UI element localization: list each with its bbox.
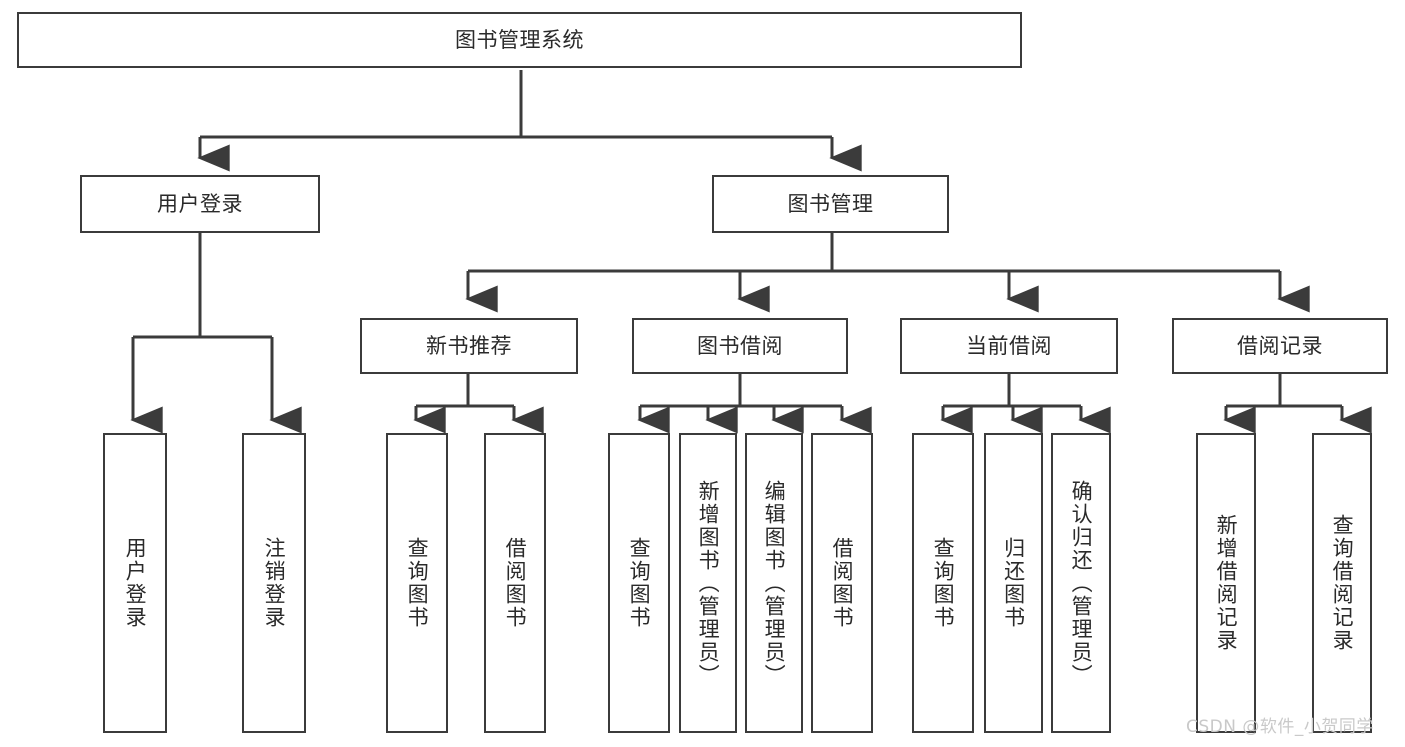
leaf-user-logout[interactable]: 注销登录: [242, 433, 306, 733]
node-user-login-label: 用户登录: [157, 191, 243, 216]
leaf-query-book-2-label: 查询图书: [627, 537, 652, 629]
node-root[interactable]: 图书管理系统: [17, 12, 1022, 68]
leaf-query-book-1[interactable]: 查询图书: [386, 433, 448, 733]
leaf-edit-book[interactable]: 编辑图书（管理员）: [745, 433, 803, 733]
leaf-return-book[interactable]: 归还图书: [984, 433, 1043, 733]
leaf-add-borrow-record[interactable]: 新增借阅记录: [1196, 433, 1256, 733]
leaf-edit-book-label: 编辑图书（管理员）: [762, 479, 787, 687]
leaf-query-book-3-label: 查询图书: [931, 537, 956, 629]
node-book-borrow-label: 图书借阅: [697, 333, 783, 358]
node-current-borrow-label: 当前借阅: [966, 333, 1052, 358]
leaf-query-borrow-record[interactable]: 查询借阅记录: [1312, 433, 1372, 733]
leaf-query-book-3[interactable]: 查询图书: [912, 433, 974, 733]
leaf-borrow-book-2[interactable]: 借阅图书: [811, 433, 873, 733]
node-book-management[interactable]: 图书管理: [712, 175, 949, 233]
leaf-query-book-2[interactable]: 查询图书: [608, 433, 670, 733]
node-new-book-recommend-label: 新书推荐: [426, 333, 512, 358]
leaf-return-book-label: 归还图书: [1001, 537, 1026, 629]
node-book-management-label: 图书管理: [787, 191, 874, 216]
leaf-query-book-1-label: 查询图书: [405, 537, 430, 629]
node-current-borrow[interactable]: 当前借阅: [900, 318, 1118, 374]
leaf-borrow-book-2-label: 借阅图书: [830, 537, 855, 629]
leaf-add-book-label: 新增图书（管理员）: [696, 479, 721, 687]
node-user-login[interactable]: 用户登录: [80, 175, 320, 233]
leaf-add-borrow-record-label: 新增借阅记录: [1214, 514, 1239, 652]
leaf-user-logout-label: 注销登录: [262, 537, 287, 629]
node-new-book-recommend[interactable]: 新书推荐: [360, 318, 578, 374]
leaf-query-borrow-record-label: 查询借阅记录: [1330, 514, 1355, 652]
node-book-borrow[interactable]: 图书借阅: [632, 318, 848, 374]
leaf-borrow-book-1[interactable]: 借阅图书: [484, 433, 546, 733]
leaf-add-book[interactable]: 新增图书（管理员）: [679, 433, 737, 733]
node-borrow-record-label: 借阅记录: [1237, 333, 1323, 358]
leaf-user-login-label: 用户登录: [123, 537, 148, 629]
node-root-label: 图书管理系统: [455, 27, 584, 52]
leaf-borrow-book-1-label: 借阅图书: [503, 537, 528, 629]
csdn-watermark: CSDN @软件_小贺同学: [1186, 717, 1374, 737]
leaf-confirm-return-label: 确认归还（管理员）: [1069, 479, 1094, 687]
node-borrow-record[interactable]: 借阅记录: [1172, 318, 1388, 374]
leaf-confirm-return[interactable]: 确认归还（管理员）: [1051, 433, 1111, 733]
leaf-user-login[interactable]: 用户登录: [103, 433, 167, 733]
